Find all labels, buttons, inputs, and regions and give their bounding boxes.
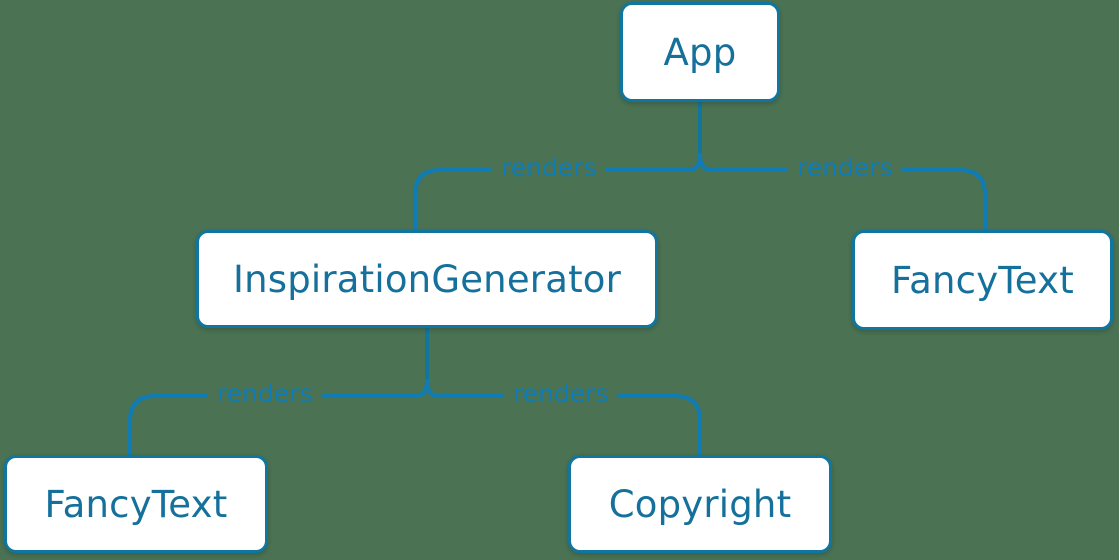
edge-app-to-fancytext-right — [698, 153, 987, 232]
edge-label-inspiration-generator-to-fancytext-bottom: renders — [208, 381, 322, 406]
node-fancytext-bottom[interactable]: FancyText — [4, 455, 268, 553]
node-inspiration-generator[interactable]: InspirationGenerator — [196, 230, 658, 328]
edge-label-inspiration-generator-to-copyright: renders — [504, 381, 618, 406]
node-copyright-label: Copyright — [608, 482, 792, 526]
edge-app-to-inspiration-generator — [413, 153, 702, 232]
edge-label-app-to-inspiration-generator: renders — [492, 155, 606, 180]
node-fancytext-bottom-label: FancyText — [44, 482, 228, 526]
edge-inspiration-generator-to-copyright — [425, 379, 702, 457]
edge-label-app-to-fancytext-right: renders — [788, 155, 902, 180]
node-fancytext-right[interactable]: FancyText — [852, 230, 1113, 330]
node-app-label: App — [663, 30, 737, 74]
node-copyright[interactable]: Copyright — [568, 455, 832, 553]
node-fancytext-right-label: FancyText — [891, 258, 1074, 302]
node-inspiration-generator-label: InspirationGenerator — [232, 257, 622, 301]
node-app[interactable]: App — [620, 2, 780, 102]
edge-inspiration-generator-to-fancytext-bottom — [128, 379, 429, 457]
